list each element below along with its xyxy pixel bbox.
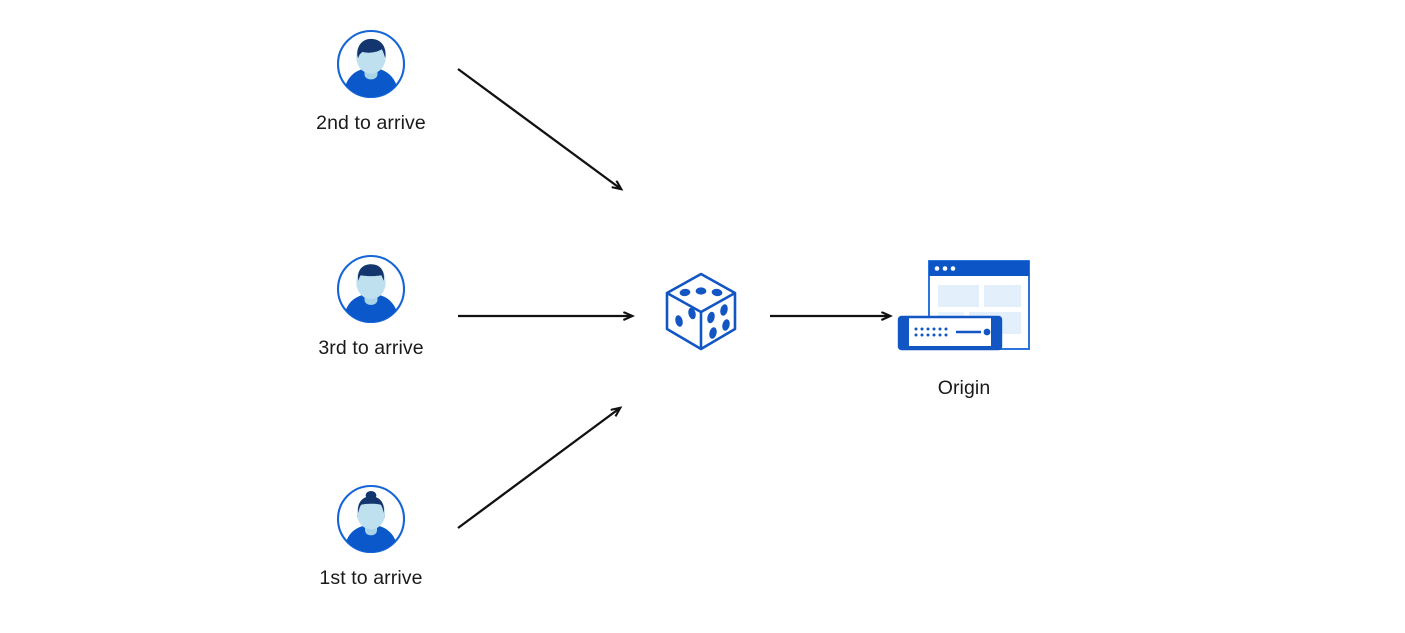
node-randomizer[interactable] [651,261,751,361]
avatar-icon-1st [335,483,407,555]
avatar-icon-2nd [335,28,407,100]
arrow-2nd-to-dice [457,68,621,189]
node-label-visitor-1st: 1st to arrive [319,567,423,589]
avatar-icon-3rd [335,253,407,325]
node-visitor-1st[interactable]: 1st to arrive [291,483,451,590]
node-label-visitor-3rd: 3rd to arrive [318,337,424,359]
node-origin[interactable]: Origin [893,255,1035,400]
node-label-visitor-2nd: 2nd to arrive [316,112,426,134]
server-device-icon [897,315,1003,351]
arrow-1st-to-dice [457,408,620,529]
node-label-origin: Origin [937,377,991,399]
dice-icon [651,261,751,361]
node-visitor-3rd[interactable]: 3rd to arrive [291,253,451,360]
node-visitor-2nd[interactable]: 2nd to arrive [291,28,451,135]
origin-server-icon [893,255,1035,365]
